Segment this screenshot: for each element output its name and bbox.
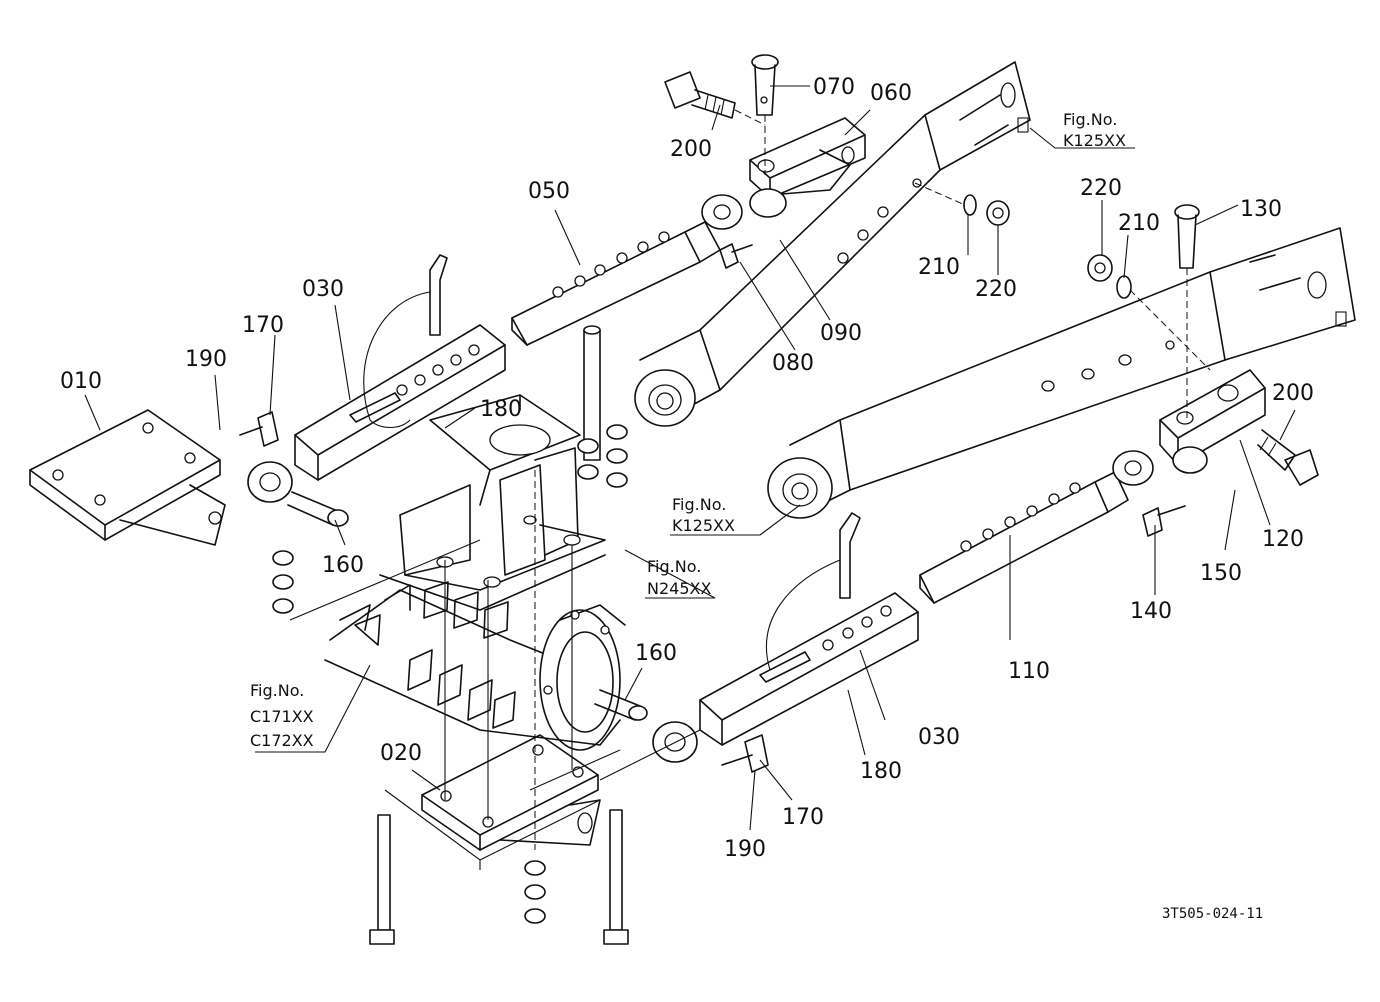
- label-030-upper: 030: [302, 277, 344, 302]
- pin-130: [1174, 204, 1200, 269]
- svg-text:C172XX: C172XX: [250, 731, 314, 750]
- figure-refs: Fig.No. K125XX Fig.No. K125XX Fig.No. N2…: [250, 110, 1126, 750]
- bolt-140: [1142, 505, 1186, 537]
- label-030-lower: 030: [918, 725, 960, 750]
- bolt-080: [719, 243, 753, 269]
- pin-160-upper: [287, 491, 349, 527]
- label-220-right: 220: [1080, 176, 1122, 201]
- stacked-washers: [272, 424, 628, 924]
- label-210-left: 210: [918, 255, 960, 280]
- pin-170-upper: [239, 411, 279, 447]
- label-160-upper: 160: [322, 553, 364, 578]
- label-210-right: 210: [1118, 211, 1160, 236]
- label-190-lower: 190: [724, 837, 766, 862]
- long-bolts: [369, 325, 629, 945]
- label-140: 140: [1130, 599, 1172, 624]
- svg-text:C171XX: C171XX: [250, 707, 314, 726]
- plate-010: [29, 409, 226, 546]
- clevis-060: [749, 117, 866, 218]
- label-060: 060: [870, 81, 912, 106]
- fig-ref-k125-top: Fig.No. K125XX: [1063, 110, 1126, 150]
- label-020: 020: [380, 741, 422, 766]
- label-190-upper: 190: [185, 347, 227, 372]
- rotor-gearbox: [324, 581, 626, 751]
- svg-text:N245XX: N245XX: [647, 579, 711, 598]
- bolt-200-right: [1257, 429, 1319, 486]
- lower-link-arm-lower: [767, 227, 1356, 519]
- plate-020: [421, 734, 601, 851]
- stabilizer-030-upper: [247, 254, 506, 503]
- label-120: 120: [1262, 527, 1304, 552]
- svg-text:Fig.No.: Fig.No.: [672, 495, 726, 514]
- svg-text:Fig.No.: Fig.No.: [250, 681, 304, 700]
- label-130: 130: [1240, 197, 1282, 222]
- label-200-right: 200: [1272, 381, 1314, 406]
- label-080: 080: [772, 351, 814, 376]
- label-070: 070: [813, 75, 855, 100]
- label-170-upper: 170: [242, 313, 284, 338]
- fig-ref-c171: Fig.No. C171XX C172XX: [250, 681, 314, 750]
- lower-link-arm-upper: [634, 61, 1031, 427]
- label-170-lower: 170: [782, 805, 824, 830]
- svg-text:K125XX: K125XX: [1063, 131, 1126, 150]
- pin-070: [751, 54, 779, 116]
- label-110: 110: [1008, 659, 1050, 684]
- stabilizer-030-lower: [652, 512, 919, 763]
- bolt-200-top: [664, 71, 736, 119]
- label-050: 050: [528, 179, 570, 204]
- top-link-110: [919, 450, 1154, 604]
- fig-ref-n245: Fig.No. N245XX: [647, 557, 711, 598]
- washers-nuts-210-220: [963, 194, 1132, 299]
- bracket-n245: [379, 394, 606, 611]
- label-180-upper: 180: [480, 397, 522, 422]
- svg-text:Fig.No.: Fig.No.: [647, 557, 701, 576]
- label-160-lower: 160: [635, 641, 677, 666]
- pin-160-lower: [594, 689, 648, 721]
- drawing-code: 3T505-024-11: [1162, 906, 1263, 922]
- label-150: 150: [1200, 561, 1242, 586]
- label-090: 090: [820, 321, 862, 346]
- label-180-lower: 180: [860, 759, 902, 784]
- fig-ref-k125-mid: Fig.No. K125XX: [672, 495, 735, 535]
- svg-text:Fig.No.: Fig.No.: [1063, 110, 1117, 129]
- leader-lines: [84, 85, 1296, 831]
- part-labels: 010 020 030 030 050 060 070 080 090 110 …: [60, 75, 1314, 862]
- clevis-120: [1159, 369, 1266, 474]
- label-220-left: 220: [975, 277, 1017, 302]
- label-200-top: 200: [670, 137, 712, 162]
- assembly-lines: [289, 109, 1211, 870]
- label-010: 010: [60, 369, 102, 394]
- svg-text:K125XX: K125XX: [672, 516, 735, 535]
- top-link-050: [511, 194, 743, 346]
